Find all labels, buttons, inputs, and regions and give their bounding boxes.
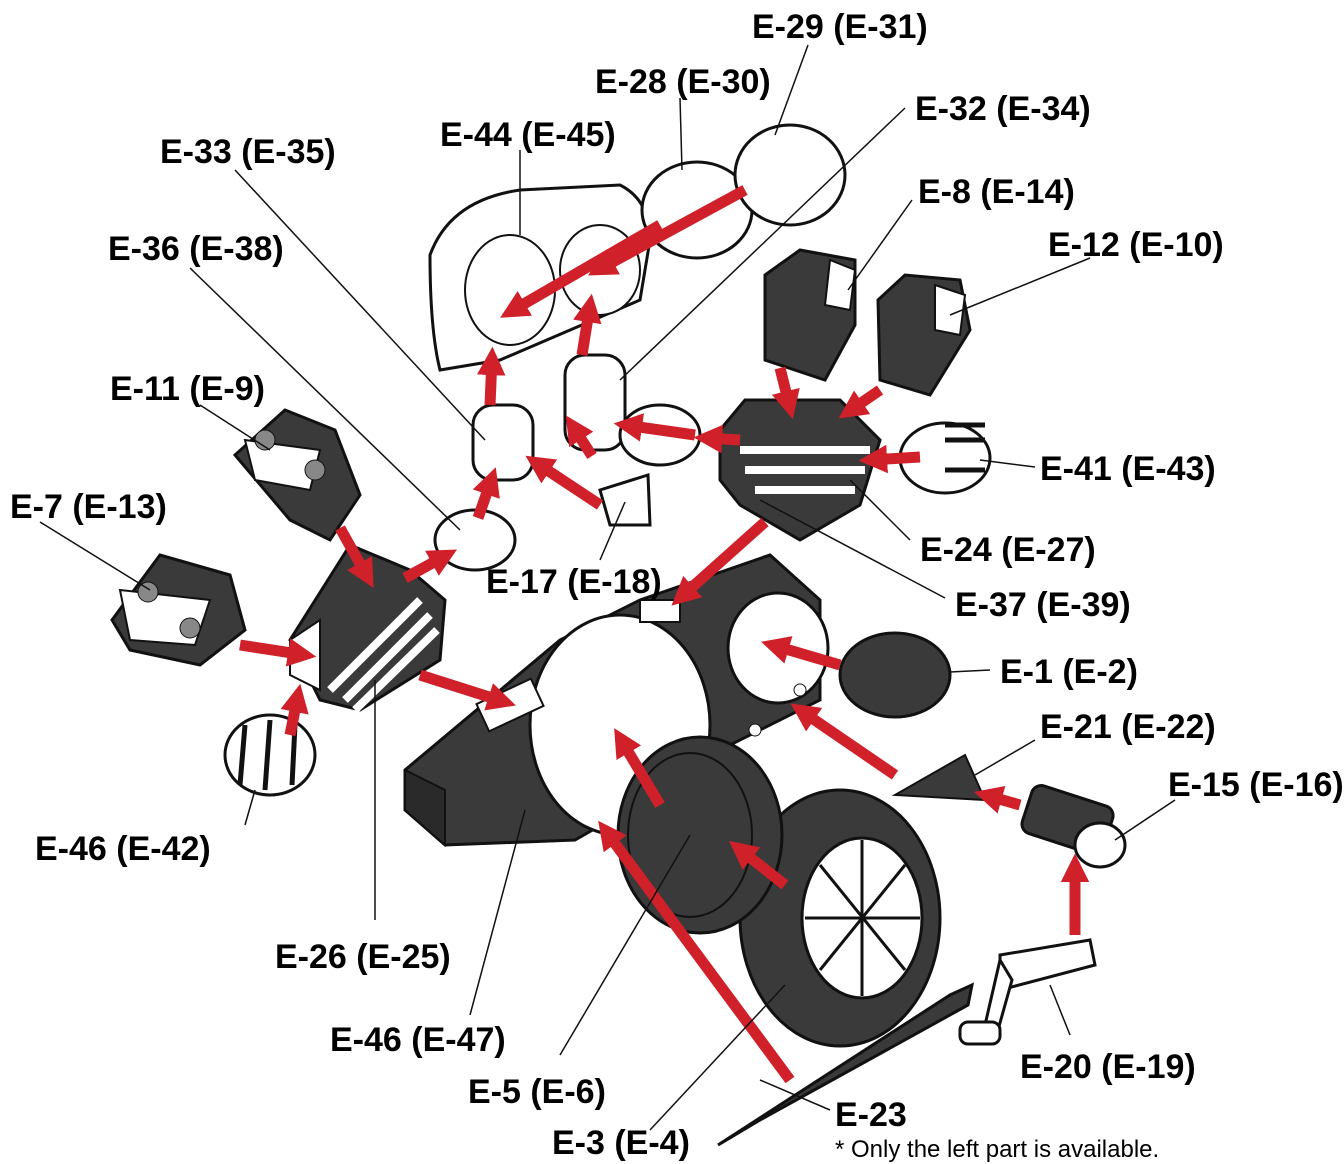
label-e46-e42: E-46 (E-42) bbox=[35, 830, 211, 868]
label-e12: E-12 (E-10) bbox=[1048, 226, 1224, 264]
availability-note: * Only the left part is available. bbox=[835, 1136, 1160, 1163]
label-e36: E-36 (E-38) bbox=[108, 230, 284, 268]
label-e44: E-44 (E-45) bbox=[440, 116, 616, 154]
label-e15: E-15 (E-16) bbox=[1168, 766, 1344, 804]
shoulder-part-left-upper bbox=[232, 408, 362, 542]
shoulder-part-right-right bbox=[876, 273, 972, 397]
label-e7: E-7 (E-13) bbox=[10, 488, 167, 526]
label-e5: E-5 (E-6) bbox=[468, 1073, 606, 1111]
label-e26: E-26 (E-25) bbox=[275, 938, 451, 976]
label-e3: E-3 (E-4) bbox=[552, 1124, 690, 1162]
bracket-part bbox=[891, 753, 987, 802]
right-arm-block bbox=[718, 398, 882, 542]
shoulder-part-right-left bbox=[763, 248, 857, 382]
left-arm-block bbox=[288, 543, 447, 713]
leader-lines bbox=[39, 44, 1176, 1131]
blade-part bbox=[717, 982, 975, 1147]
disc-part bbox=[838, 631, 952, 719]
assembly-arrows bbox=[239, 185, 1090, 1084]
label-e41: E-41 (E-43) bbox=[1040, 450, 1216, 488]
shoulder-part-left-lower bbox=[110, 553, 247, 667]
plate-part bbox=[598, 472, 652, 527]
label-e20: E-20 (E-19) bbox=[1020, 1048, 1196, 1086]
label-e24: E-24 (E-27) bbox=[920, 531, 1096, 569]
head-cylinder-back bbox=[733, 123, 847, 227]
label-e23: E-23 bbox=[835, 1096, 907, 1134]
label-e17: E-17 (E-18) bbox=[486, 563, 662, 601]
head-part bbox=[428, 183, 652, 372]
crank-part bbox=[958, 938, 1097, 1046]
label-e21: E-21 (E-22) bbox=[1040, 708, 1216, 746]
label-e29: E-29 (E-31) bbox=[752, 8, 928, 46]
label-e1: E-1 (E-2) bbox=[1000, 653, 1138, 691]
label-e11: E-11 (E-9) bbox=[110, 370, 265, 408]
label-e33: E-33 (E-35) bbox=[160, 133, 336, 171]
label-e28: E-28 (E-30) bbox=[595, 63, 771, 101]
wheel-part bbox=[738, 788, 942, 1048]
label-e46-e47: E-46 (E-47) bbox=[330, 1021, 506, 1059]
roller-part bbox=[223, 713, 317, 797]
cylinder-part bbox=[1020, 784, 1127, 869]
label-e8: E-8 (E-14) bbox=[918, 173, 1075, 211]
label-e32: E-32 (E-34) bbox=[915, 90, 1091, 128]
label-e37: E-37 (E-39) bbox=[955, 586, 1131, 624]
upper-joint-left bbox=[471, 403, 535, 482]
